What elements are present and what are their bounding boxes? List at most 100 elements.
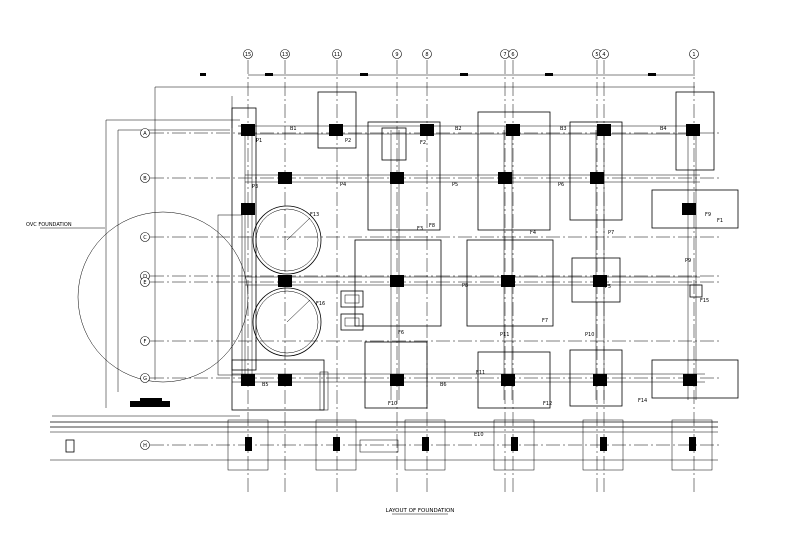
element-label: F16 (316, 301, 325, 307)
element-label: F6 (398, 330, 404, 336)
column-pier (597, 124, 611, 136)
element-label: F10 (388, 401, 397, 407)
column-pier (390, 374, 404, 386)
tie-beams (232, 125, 705, 400)
drawing-title: LAYOUT OF FOUNDATION (386, 508, 455, 514)
svg-text:G: G (143, 376, 147, 382)
grid-bubble-left: A (140, 128, 150, 138)
element-label: B1 (290, 126, 297, 132)
element-label: B2 (455, 126, 462, 132)
element-label: F7 (542, 318, 548, 324)
column-pier (390, 275, 404, 287)
svg-text:H: H (143, 443, 147, 449)
element-label: F11 (476, 370, 485, 376)
svg-text:D: D (143, 274, 147, 280)
grid-bubble-top: 4 (599, 49, 609, 59)
lower-strip: E10 (50, 415, 718, 471)
column-piers (241, 124, 700, 386)
svg-text:A: A (143, 131, 147, 137)
grid-bubble-left: B (140, 173, 150, 183)
element-label: B5 (262, 382, 269, 388)
ovc-foundation: OVC FOUNDATION (26, 205, 322, 383)
element-label: F12 (543, 401, 552, 407)
horizontal-grid-lines (150, 132, 722, 446)
element-label: F9 (705, 212, 711, 218)
element-label: P10 (585, 332, 594, 338)
grid-bubble-top: 9 (392, 49, 402, 59)
element-label: P1 (256, 138, 262, 144)
column-pier (501, 275, 515, 287)
svg-text:E: E (143, 280, 146, 286)
grid-bubble-left: C (140, 232, 150, 242)
element-label: F5 (605, 284, 611, 290)
element-label: P8 (462, 283, 468, 289)
small-label: E10 (474, 432, 484, 438)
footing-pads (217, 91, 739, 411)
svg-text:C: C (143, 235, 147, 241)
element-label: F14 (638, 398, 647, 404)
equipment-details (130, 127, 703, 407)
element-label: B6 (440, 382, 447, 388)
element-label: P3 (252, 184, 258, 190)
svg-text:9: 9 (395, 52, 398, 58)
element-label: P7 (608, 230, 614, 236)
column-pier (590, 172, 604, 184)
column-pier (278, 172, 292, 184)
grid-bubble-left: G (140, 373, 150, 383)
column-pier (506, 124, 520, 136)
element-label: P6 (558, 182, 564, 188)
element-label: F15 (700, 298, 709, 304)
svg-text:F: F (144, 339, 147, 345)
element-label: P9 (685, 258, 691, 264)
element-label: F2 (420, 140, 426, 146)
column-pier (278, 275, 292, 287)
column-pier (329, 124, 343, 136)
svg-text:1: 1 (692, 52, 695, 58)
grid-bubble-top: 7 (500, 49, 510, 59)
svg-text:B: B (143, 176, 147, 182)
element-label: F1 (717, 218, 723, 224)
column-pier (593, 374, 607, 386)
grid-bubble-top: 11 (332, 49, 342, 59)
grid-bubble-top: 15 (243, 49, 253, 59)
svg-text:4: 4 (602, 52, 605, 58)
element-label: F13 (310, 212, 319, 218)
svg-text:5: 5 (595, 52, 598, 58)
grid-bubble-left: H (140, 440, 150, 450)
grid-bubble-left: E (140, 277, 150, 287)
column-pier (501, 374, 515, 386)
column-pier (686, 124, 700, 136)
element-label: P5 (452, 182, 458, 188)
element-label: P4 (340, 182, 346, 188)
grid-bubble-left: F (140, 336, 150, 346)
element-label: F8 (429, 223, 435, 229)
column-pier (390, 172, 404, 184)
svg-text:11: 11 (334, 52, 340, 58)
svg-text:15: 15 (245, 52, 251, 58)
column-pier (241, 124, 255, 136)
column-pier (241, 374, 255, 386)
column-pier (683, 374, 697, 386)
grid-bubble-top: 6 (508, 49, 518, 59)
column-pier (420, 124, 434, 136)
element-label: F4 (530, 230, 536, 236)
column-pier (498, 172, 512, 184)
ovc-label: OVC FOUNDATION (26, 222, 72, 228)
grid-bubble-top: 8 (422, 49, 432, 59)
element-label: B4 (660, 126, 667, 132)
grid-bubble-top: 1 (689, 49, 699, 59)
svg-text:7: 7 (503, 52, 506, 58)
column-pier (278, 374, 292, 386)
svg-text:13: 13 (282, 52, 288, 58)
column-pier (593, 275, 607, 287)
element-labels: F1F2F3F4F5F6F7F8F9F10F11F12F13F14F15F16P… (252, 126, 723, 407)
element-label: F3 (417, 226, 423, 232)
grid-bubble-top: 13 (280, 49, 290, 59)
element-label: B3 (560, 126, 567, 132)
element-label: P11 (500, 332, 509, 338)
column-pier (682, 203, 696, 215)
svg-text:6: 6 (511, 52, 514, 58)
